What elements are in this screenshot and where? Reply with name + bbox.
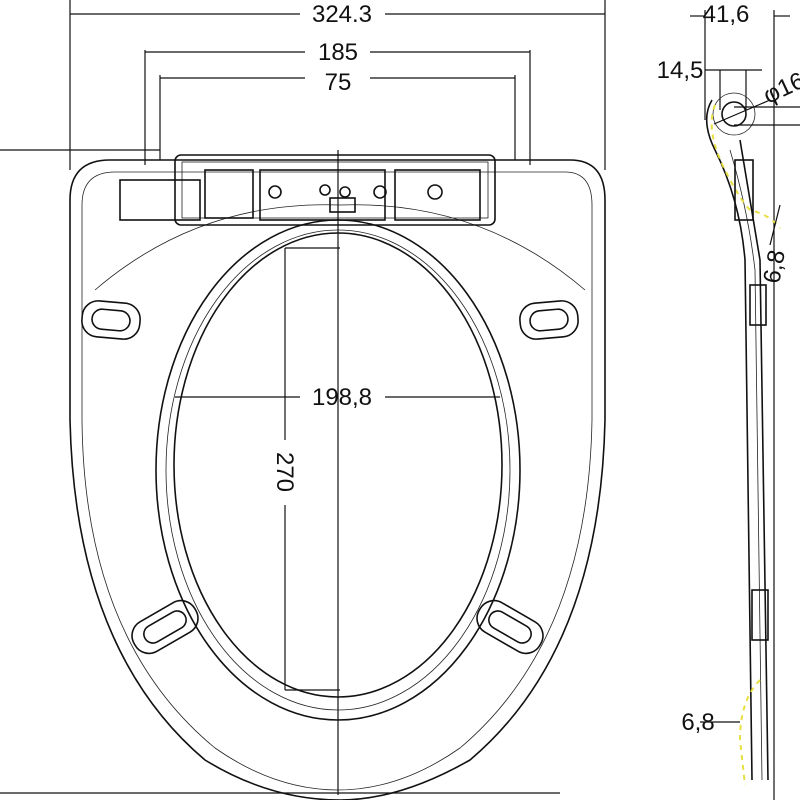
dim-overall-width: 324.3 (312, 1, 372, 28)
dim-opening-length: 270 (271, 452, 298, 492)
hinge-housing (174, 154, 496, 226)
dim-lid-thickness-top: 6,8 (758, 248, 790, 286)
hinge-housing-inner (181, 161, 489, 219)
hinge-right-module (394, 169, 481, 221)
dimension-lines (0, 0, 606, 795)
hinge-block (204, 169, 254, 219)
dim-hinge-offset: 14,5 (657, 57, 704, 84)
seat-outline (69, 159, 606, 800)
screw-icon (373, 185, 387, 199)
hinge-left (119, 179, 201, 221)
screw-icon (268, 185, 282, 199)
seat-contour (94, 204, 586, 291)
screw-icon (339, 186, 351, 198)
side-view (690, 10, 800, 800)
screw-icon (427, 184, 443, 200)
connector (329, 197, 356, 213)
bumpers (81, 300, 579, 655)
screw-icon (319, 184, 331, 196)
dim-lid-thickness-bottom: 6,8 (681, 709, 714, 736)
dim-opening-width: 198,8 (312, 384, 372, 411)
dim-hinge-inner: 75 (325, 69, 352, 96)
dim-hinge-diameter: φ16 (759, 67, 800, 109)
dim-hinge-outer: 185 (318, 39, 358, 66)
dim-side-depth: 41,6 (703, 1, 750, 28)
